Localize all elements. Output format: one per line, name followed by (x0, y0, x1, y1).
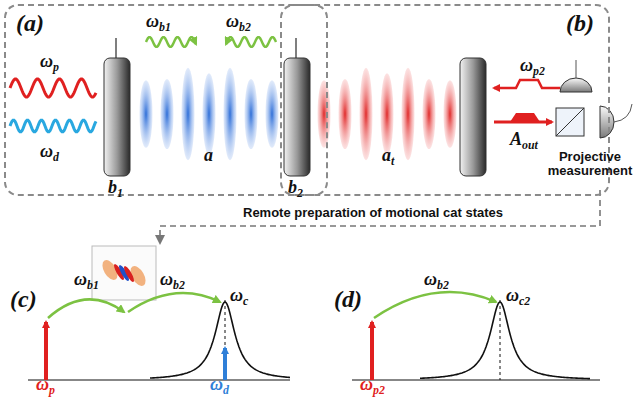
frequency-label: ωd (40, 142, 59, 164)
panel-tag: (b) (566, 10, 594, 37)
panel-tag: (c) (10, 286, 37, 312)
frequency-label: ωc (230, 286, 248, 308)
frequency-label: ωp (40, 52, 59, 74)
frequency-label: ωd (210, 375, 229, 397)
mode-label: b1 (108, 178, 123, 200)
frequency-label: ωb2 (226, 12, 251, 34)
frequency-label: ωb2 (160, 270, 185, 292)
mode-label: at (382, 146, 394, 168)
frequency-label: ωp (36, 375, 55, 397)
measurement-label: Projective measurement (540, 150, 640, 179)
frequency-label: ωb2 (424, 270, 449, 292)
frequency-label: ωp2 (520, 56, 545, 78)
frequency-label: ωp2 (360, 375, 385, 397)
panel-tag: (d) (334, 286, 362, 312)
output-label: Aout (510, 130, 538, 152)
panel-tag: (a) (16, 10, 44, 37)
mode-label: a (204, 146, 213, 166)
frequency-label: ωb1 (74, 270, 99, 292)
frequency-label: ωb1 (146, 12, 171, 34)
arrow-label: Remote preparation of motional cat state… (240, 206, 506, 220)
mode-label: b2 (288, 178, 303, 200)
frequency-label: ωc2 (506, 286, 530, 308)
